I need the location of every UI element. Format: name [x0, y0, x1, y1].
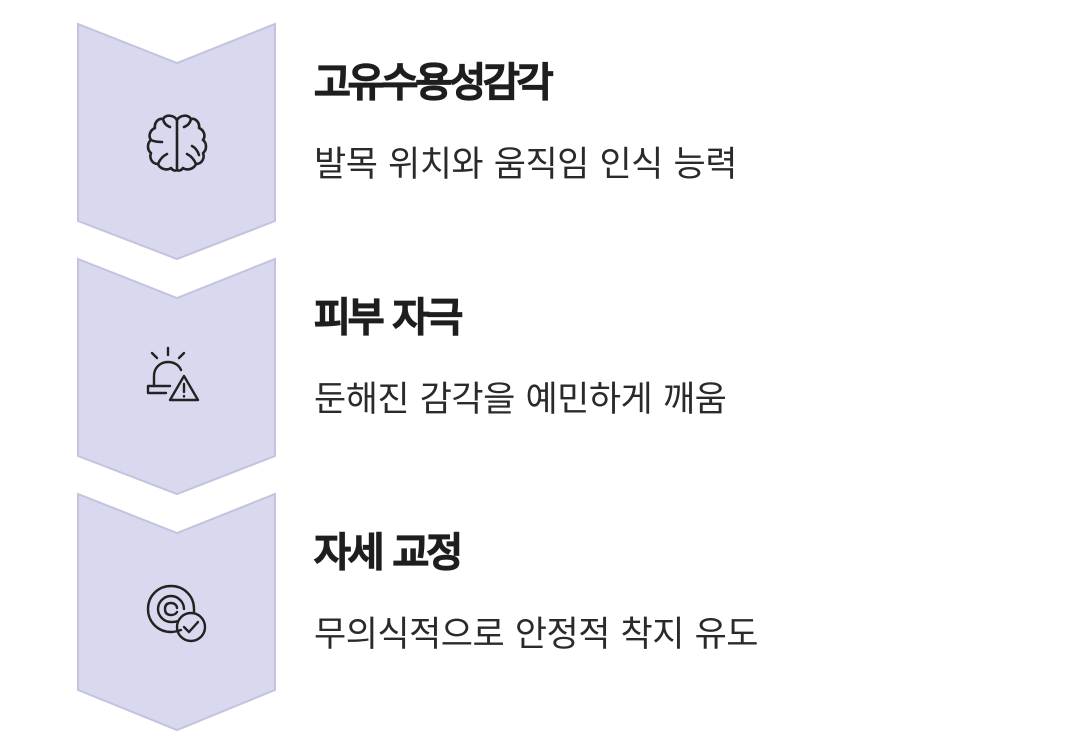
alarm-warning-icon	[146, 346, 200, 402]
chevron-step-2	[77, 257, 276, 496]
step-description: 발목 위치와 움직임 인식 능력	[314, 145, 737, 185]
step-title: 고유수용성감각	[314, 60, 555, 106]
step-3-text: 자세 교정 무의식적으로 안정적 착지 유도	[314, 530, 759, 657]
step-description: 둔해진 감각을 예민하게 깨움	[314, 380, 727, 420]
step-1-text: 고유수용성감각 발목 위치와 움직임 인식 능력	[314, 60, 738, 187]
step-2-text: 피부 자극 둔해진 감각을 예민하게 깨움	[313, 295, 727, 422]
step-title: 자세 교정	[314, 530, 464, 576]
step-description: 무의식적으로 안정적 착지 유도	[314, 615, 758, 655]
target-check-icon	[146, 584, 207, 643]
step-title: 피부 자극	[313, 295, 463, 341]
brain-icon	[146, 114, 208, 172]
